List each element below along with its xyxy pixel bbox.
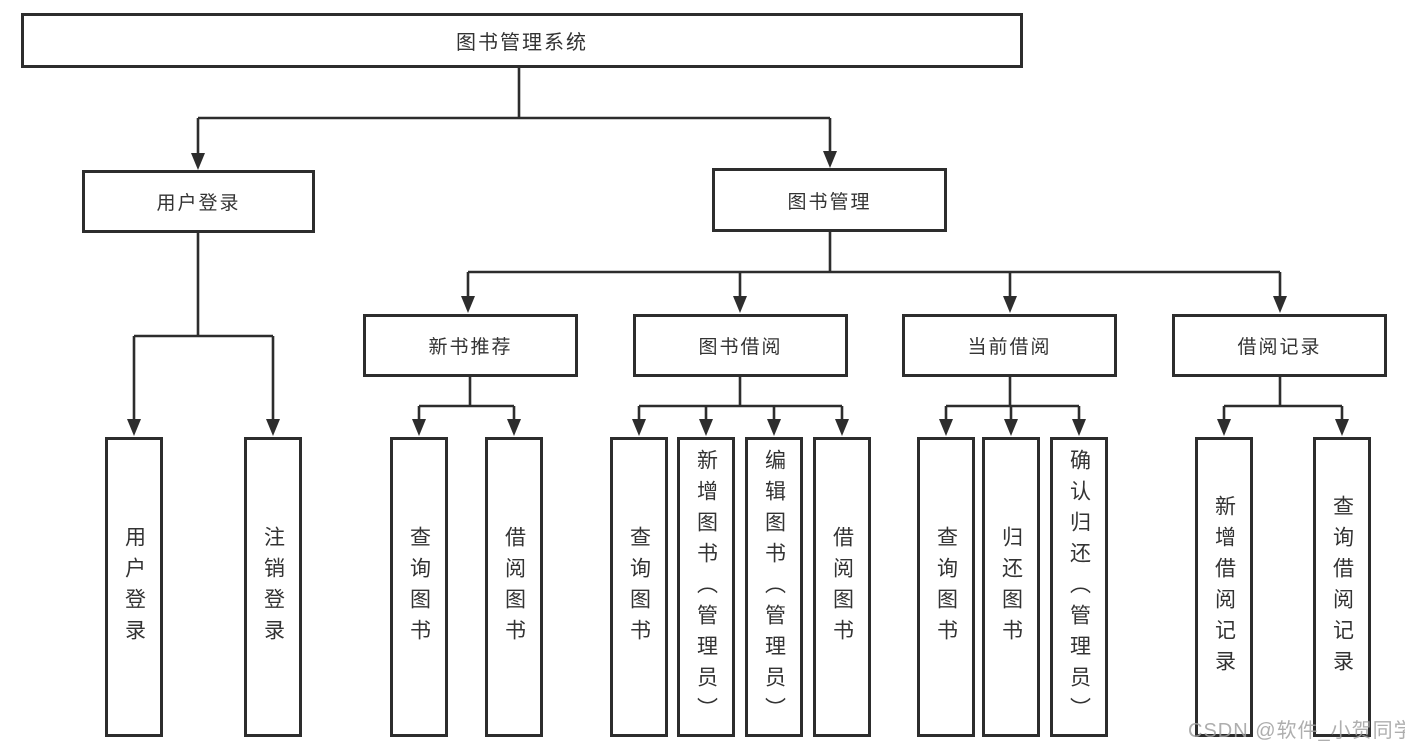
node-new-book-recommend: 新书推荐 [363, 314, 578, 377]
connector-new-book-recommend-split [412, 377, 521, 436]
leaf-add-borrow-record: 新增借阅记录 [1195, 437, 1253, 737]
leaf-confirm-return-admin: 确认归还（管理员） [1050, 437, 1108, 737]
node-user-login: 用户登录 [82, 170, 315, 233]
node-current-borrow: 当前借阅 [902, 314, 1117, 377]
connector-book-management-split [461, 232, 1287, 313]
node-book-management: 图书管理 [712, 168, 947, 232]
leaf-query-books-current: 查询图书 [917, 437, 975, 737]
leaf-logout: 注销登录 [244, 437, 302, 737]
connector-borrow-records-split [1217, 377, 1349, 436]
node-root-system: 图书管理系统 [21, 13, 1023, 68]
connector-user-login-split [127, 233, 280, 436]
connector-root-split [191, 68, 837, 170]
leaf-add-book-admin: 新增图书（管理员） [677, 437, 735, 737]
leaf-edit-book-admin: 编辑图书（管理员） [745, 437, 803, 737]
leaf-query-books-borrow: 查询图书 [610, 437, 668, 737]
leaf-borrow-books-recommend: 借阅图书 [485, 437, 543, 737]
connector-current-borrow-split [939, 377, 1086, 436]
leaf-borrow-books-borrow: 借阅图书 [813, 437, 871, 737]
node-book-borrow: 图书借阅 [633, 314, 848, 377]
leaf-user-login: 用户登录 [105, 437, 163, 737]
leaf-query-books-recommend: 查询图书 [390, 437, 448, 737]
leaf-query-borrow-record: 查询借阅记录 [1313, 437, 1371, 737]
leaf-return-book: 归还图书 [982, 437, 1040, 737]
node-borrow-records: 借阅记录 [1172, 314, 1387, 377]
csdn-watermark: CSDN @软件_小贺同学 [1188, 720, 1405, 742]
connector-book-borrow-split [632, 377, 849, 436]
